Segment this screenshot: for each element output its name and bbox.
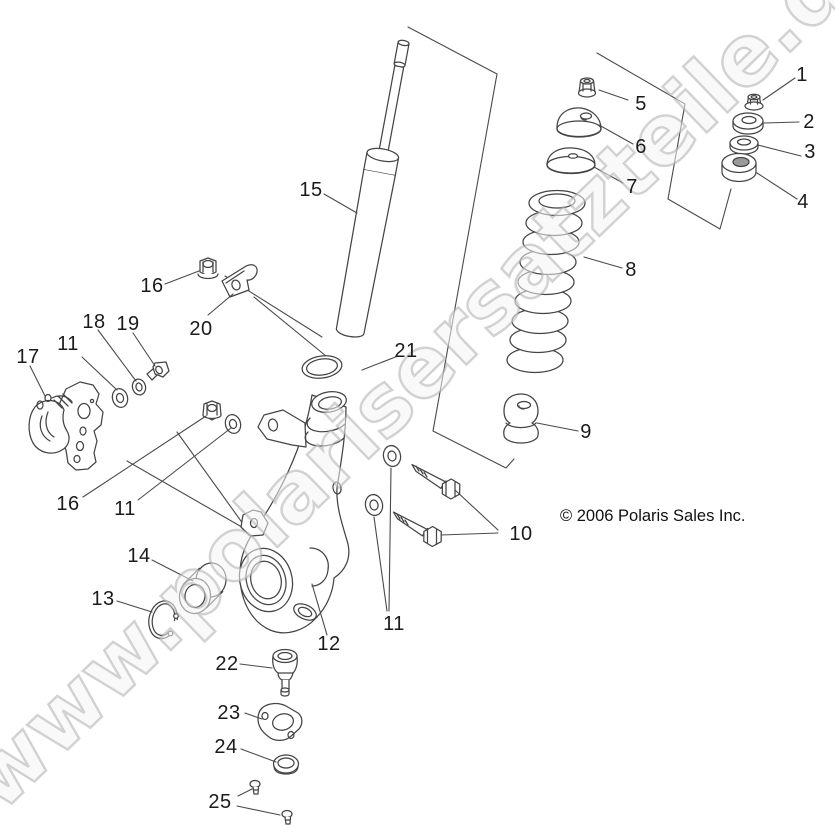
copyright-notice: © 2006 Polaris Sales Inc. xyxy=(560,507,746,525)
part-screw-25-a xyxy=(249,779,261,795)
callout-24: 24 xyxy=(214,736,238,758)
part-washer-11-left xyxy=(111,387,129,409)
callout-12: 12 xyxy=(317,633,341,655)
part-seal-ring xyxy=(301,355,343,379)
part-top-mount-nut xyxy=(577,77,597,98)
part-washer-18 xyxy=(131,378,147,396)
callout-21: 21 xyxy=(394,340,418,362)
callout-22: 22 xyxy=(215,653,239,675)
part-washer-11-b xyxy=(364,493,384,517)
part-dust-plate xyxy=(257,702,303,741)
part-shock-absorber xyxy=(335,39,410,338)
callout-5: 5 xyxy=(635,93,647,115)
part-nut-1 xyxy=(744,93,764,111)
callout-4: 4 xyxy=(797,191,809,213)
callout-1: 1 xyxy=(796,64,808,86)
part-nut-16-lower xyxy=(202,400,222,421)
callout-10: 10 xyxy=(509,523,533,545)
part-strut-clamp-nut xyxy=(197,257,219,280)
callout-19: 19 xyxy=(116,313,140,335)
callout-16-clamp: 16 xyxy=(140,275,164,297)
part-brake-caliper xyxy=(28,381,104,471)
callout-20: 20 xyxy=(189,318,213,340)
part-upper-spring-retainer xyxy=(556,107,602,138)
part-ball-joint xyxy=(272,648,298,697)
callout-15: 15 xyxy=(299,179,323,201)
callout-14: 14 xyxy=(127,545,151,567)
callout-13: 13 xyxy=(91,588,115,610)
callout-6: 6 xyxy=(635,136,647,158)
part-washer-3 xyxy=(729,135,759,155)
callout-2: 2 xyxy=(803,111,815,133)
callout-7: 7 xyxy=(626,176,638,198)
callout-11-washer: 11 xyxy=(114,498,136,520)
callout-8: 8 xyxy=(625,259,637,281)
part-bolt-10-upper xyxy=(411,463,461,500)
callout-11-bolts: 11 xyxy=(383,613,405,635)
callout-23: 23 xyxy=(217,702,241,724)
part-washer-11-mid xyxy=(224,413,242,435)
part-washer-11-a xyxy=(382,444,402,468)
part-bolt-19 xyxy=(146,361,170,381)
part-steering-knuckle xyxy=(238,391,350,634)
part-bearing xyxy=(178,562,227,615)
callout-18: 18 xyxy=(82,311,106,333)
callout-17: 17 xyxy=(16,346,40,368)
part-dust-boot xyxy=(272,754,300,775)
part-bushing-4 xyxy=(721,152,757,183)
callout-11-caliper: 11 xyxy=(57,333,79,355)
callout-25: 25 xyxy=(208,791,232,813)
part-screw-25-b xyxy=(281,809,293,825)
callout-9: 9 xyxy=(580,421,592,443)
callout-leader-lines xyxy=(29,77,802,816)
part-washer-2 xyxy=(732,112,764,135)
part-bump-stop xyxy=(503,393,539,444)
part-bolt-10-lower xyxy=(392,511,442,548)
part-clamp-bracket xyxy=(221,264,258,298)
part-lower-spring-retainer xyxy=(546,147,596,175)
callout-16-knuckle: 16 xyxy=(56,493,80,515)
callout-3: 3 xyxy=(804,141,816,163)
part-coil-spring xyxy=(506,189,586,374)
